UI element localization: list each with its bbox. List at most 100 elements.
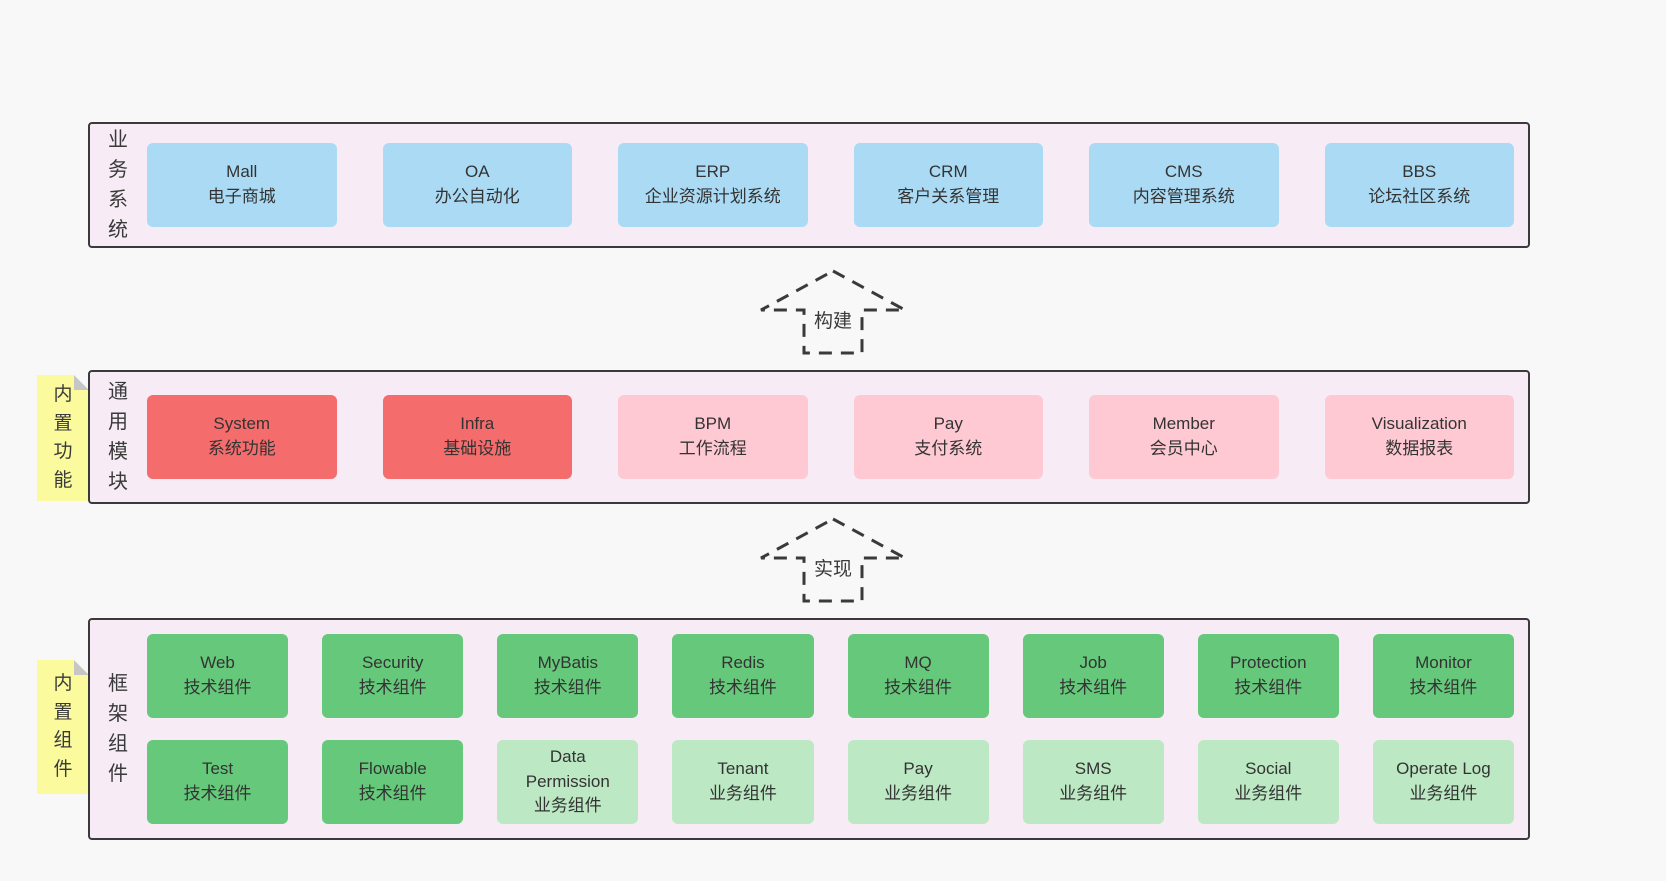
box-title: OA [464,162,490,182]
box-security: Security 技术组件 [322,634,464,718]
box-tenant: Tenant 业务组件 [672,740,814,824]
box-title: Security [361,653,424,673]
arrow-implement: 实现 [758,516,908,604]
box-data-permission: Data Permission 业务组件 [497,740,639,824]
box-cms: CMS 内容管理系统 [1089,143,1279,227]
box-title: Web [200,653,235,673]
box-subtitle: 业务组件 [533,796,602,816]
box-title: MyBatis [537,653,599,673]
box-subtitle: 技术组件 [533,678,602,697]
box-sms: SMS 业务组件 [1022,740,1164,824]
box-title: CRM [928,162,968,182]
sticky-built-in-features: 内置功能 [37,375,89,501]
box-title: Member [1152,414,1215,434]
box-title: Test [201,759,234,779]
panel-body: Mall 电子商城 OA 办公自动化 ERP 企业资源计划系统 CRM 客户关系管理 C… [147,143,1514,227]
panel-business-systems: 业务系统 Mall 电子商城 OA 办公自动化 ERP 企业资源计划系统 CRM 客户关… [88,122,1530,248]
box-member: Member 会员中心 [1089,395,1279,479]
box-subtitle: 电子商城 [207,187,276,206]
box-title: ERP [695,162,731,182]
sticky-built-in-components: 内置组件 [37,660,89,794]
box-subtitle: 企业资源计划系统 [644,187,781,206]
panel-side-label: 通用模块 [108,381,128,493]
up-arrow-icon [760,517,906,603]
box-protection: Protection 技术组件 [1197,634,1339,718]
box-subtitle: 业务组件 [884,784,953,803]
arrow-label: 实现 [810,554,856,581]
box-subtitle: 基础设施 [443,439,512,458]
box-mq: MQ 技术组件 [847,634,989,718]
box-subtitle: 客户关系管理 [897,187,1000,206]
box-subtitle: 技术组件 [1059,678,1128,697]
box-title: Operate Log [1396,759,1491,779]
box-title: CMS [1164,162,1203,182]
box-subtitle: 论坛社区系统 [1368,187,1471,206]
box-title: Flowable [358,759,427,779]
box-subtitle: 业务组件 [1059,784,1128,803]
box-title: Redis [721,653,765,673]
box-infra: Infra 基础设施 [382,395,572,479]
box-title: Social [1245,759,1292,779]
up-arrow-icon [760,269,906,355]
box-mall: Mall 电子商城 [147,143,337,227]
box-subtitle: 系统功能 [207,439,276,458]
box-title: Tenant [717,759,769,779]
sticky-label: 内置功能 [53,384,73,491]
box-subtitle: 内容管理系统 [1132,187,1235,206]
box-subtitle: 数据报表 [1385,439,1454,458]
box-subtitle: 技术组件 [708,678,777,697]
box-title: Pay [903,759,933,779]
box-title: Protection [1230,653,1307,673]
box-title: Monitor [1415,653,1472,673]
box-title: Infra [460,414,495,434]
box-bpm: BPM 工作流程 [618,395,808,479]
box-title: Data Permission [525,747,610,791]
box-title: BPM [694,414,732,434]
arrow-build: 构建 [758,268,908,356]
box-subtitle: 技术组件 [1234,678,1303,697]
box-subtitle: 技术组件 [358,784,427,803]
sticky-fold-corner-icon [74,375,89,390]
box-title: SMS [1074,759,1112,779]
box-crm: CRM 客户关系管理 [853,143,1043,227]
box-pay-business: Pay 业务组件 [847,740,989,824]
panel-side-label: 业务系统 [108,129,128,241]
box-row: Mall 电子商城 OA 办公自动化 ERP 企业资源计划系统 CRM 客户关系管理 C… [147,143,1514,227]
box-subtitle: 技术组件 [884,678,953,697]
box-title: Visualization [1371,414,1467,434]
box-monitor: Monitor 技术组件 [1372,634,1514,718]
box-erp: ERP 企业资源计划系统 [618,143,808,227]
box-operate-log: Operate Log 业务组件 [1372,740,1514,824]
arrow-label: 构建 [810,306,856,333]
box-redis: Redis 技术组件 [672,634,814,718]
box-title: MQ [904,653,932,673]
box-job: Job 技术组件 [1022,634,1164,718]
box-subtitle: 业务组件 [708,784,777,803]
box-visualization: Visualization 数据报表 [1324,395,1514,479]
box-subtitle: 工作流程 [678,439,747,458]
sticky-fold-corner-icon [74,660,89,675]
box-title: Job [1079,653,1107,673]
box-mybatis: MyBatis 技术组件 [497,634,639,718]
box-subtitle: 办公自动化 [434,187,520,206]
box-subtitle: 技术组件 [1409,678,1478,697]
box-subtitle: 业务组件 [1409,784,1478,803]
box-subtitle: 会员中心 [1149,439,1218,458]
box-flowable: Flowable 技术组件 [322,740,464,824]
box-title: Mall [226,162,258,182]
box-subtitle: 技术组件 [358,678,427,697]
box-oa: OA 办公自动化 [382,143,572,227]
